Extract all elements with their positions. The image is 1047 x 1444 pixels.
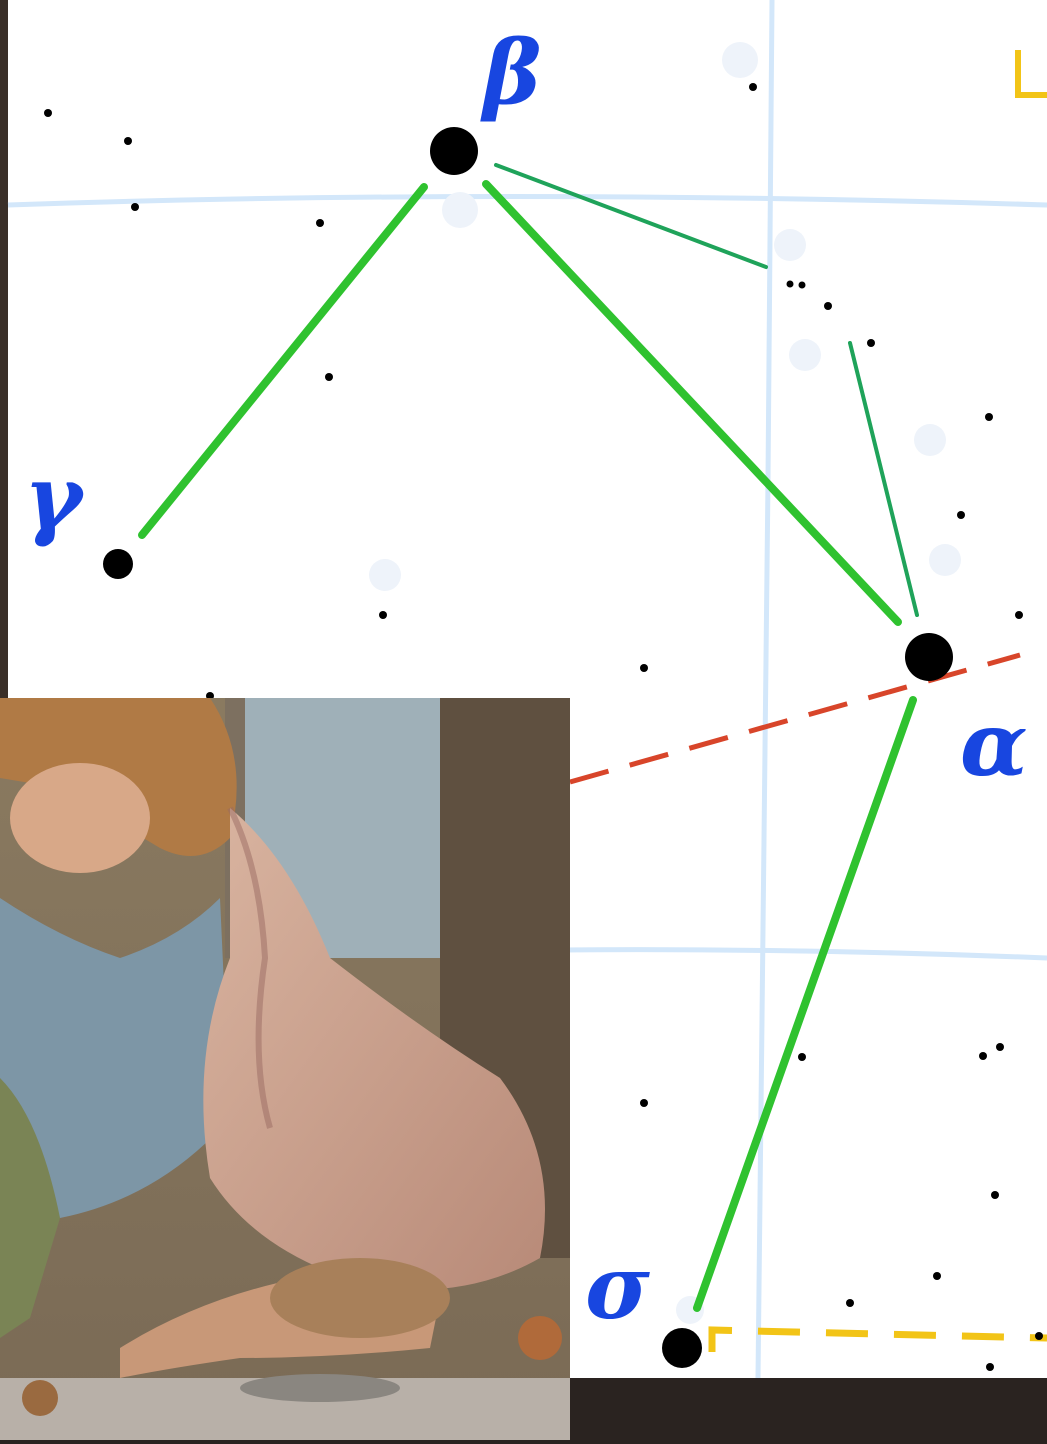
label-alpha: α bbox=[960, 692, 1028, 796]
boundary-yellow-bottom bbox=[708, 1326, 1047, 1352]
star-gamma bbox=[103, 549, 133, 579]
line-alpha-sigma bbox=[693, 696, 917, 1312]
star-beta bbox=[430, 127, 478, 175]
star-alpha bbox=[905, 633, 953, 681]
boundary-red-dashed bbox=[569, 652, 1021, 785]
boundary-yellow-top bbox=[1015, 50, 1047, 98]
grid-declination-line-1 bbox=[7, 194, 1047, 208]
left-frame bbox=[0, 0, 8, 700]
star-sigma bbox=[662, 1328, 702, 1368]
painting-inset bbox=[0, 698, 570, 1440]
faint-stars bbox=[44, 83, 1043, 1371]
line-cluster-alpha bbox=[848, 341, 919, 617]
line-beta-cluster bbox=[494, 163, 768, 269]
label-gamma: γ bbox=[24, 445, 86, 549]
painting-image bbox=[0, 698, 570, 1440]
line-beta-gamma bbox=[138, 183, 428, 539]
constellation-lines bbox=[138, 180, 917, 1312]
label-beta: β bbox=[480, 20, 541, 124]
constellation-boundaries bbox=[569, 50, 1047, 1352]
faint-lines bbox=[494, 163, 919, 617]
grid-declination-line-2 bbox=[559, 947, 1047, 961]
line-beta-alpha bbox=[482, 180, 902, 626]
label-sigma: σ bbox=[585, 1235, 650, 1339]
